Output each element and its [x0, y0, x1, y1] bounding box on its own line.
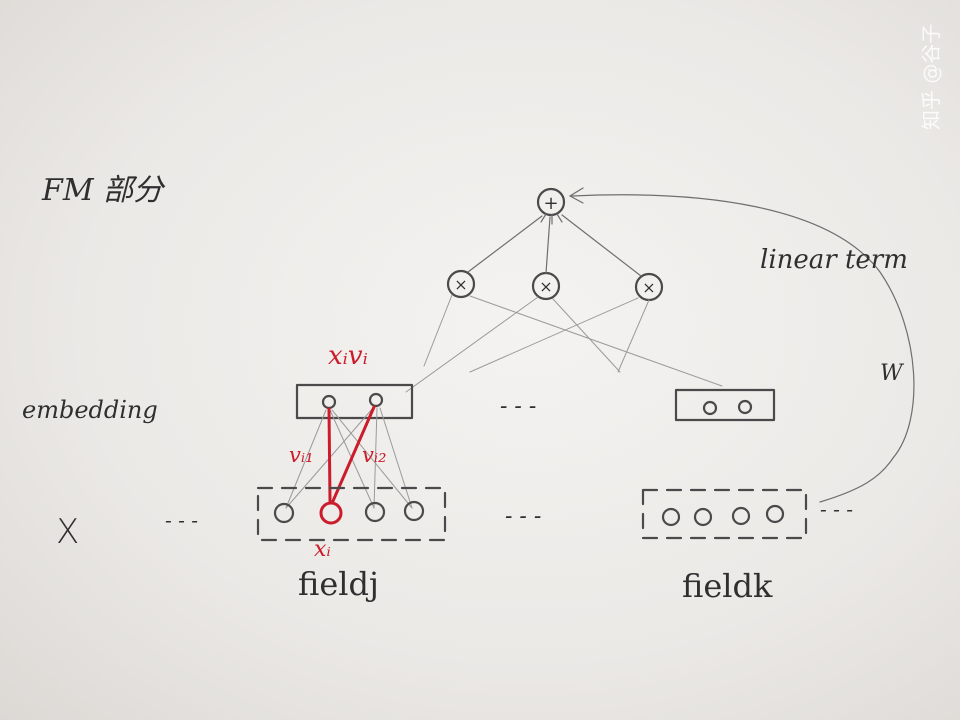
embedding-box-j	[295, 383, 414, 420]
embedding-node-1	[321, 394, 337, 410]
embedding-node-2	[368, 392, 384, 408]
watermark: 知乎 @谷子	[919, 24, 943, 130]
input-ellipsis-right: - - -	[820, 497, 853, 521]
field-to-embedding-edges	[285, 407, 413, 509]
highlighted-edges	[327, 405, 376, 503]
w-label: W	[880, 361, 905, 386]
linear-term-label: linear term	[760, 245, 908, 275]
product-to-sum-edges	[467, 214, 642, 277]
embedding-ellipsis: - - -	[500, 394, 536, 419]
plus-symbol: +	[543, 193, 558, 214]
input-ellipsis-left: - - -	[165, 508, 198, 532]
xi-label: xᵢ	[314, 537, 331, 562]
embedding-label: embedding	[22, 396, 158, 424]
product-node-3: ×	[634, 272, 664, 302]
times-symbol-3: ×	[642, 278, 655, 297]
xi-vi-label: xᵢvᵢ	[328, 341, 368, 371]
linear-term-arrow	[568, 187, 915, 503]
field-k-label: fieldk	[682, 567, 773, 605]
sum-node: +	[536, 187, 566, 225]
embedding-to-product-edges	[405, 294, 723, 393]
input-ellipsis-middle: - - -	[505, 504, 541, 529]
v-i1-label: vᵢ₁	[289, 443, 314, 467]
input-label: X	[56, 512, 79, 552]
input-node-xi	[319, 501, 343, 525]
embedding-box-k	[674, 388, 776, 422]
times-symbol-1: ×	[454, 275, 467, 294]
product-node-1: ×	[446, 269, 476, 299]
section-title: FM 部分	[41, 173, 166, 208]
field-j-box	[256, 486, 447, 542]
field-k-box	[641, 488, 808, 540]
product-node-2: ×	[531, 271, 561, 301]
v-i2-label: vᵢ₂	[362, 443, 387, 467]
times-symbol-2: ×	[539, 277, 552, 296]
field-j-label: fieldj	[298, 565, 379, 603]
